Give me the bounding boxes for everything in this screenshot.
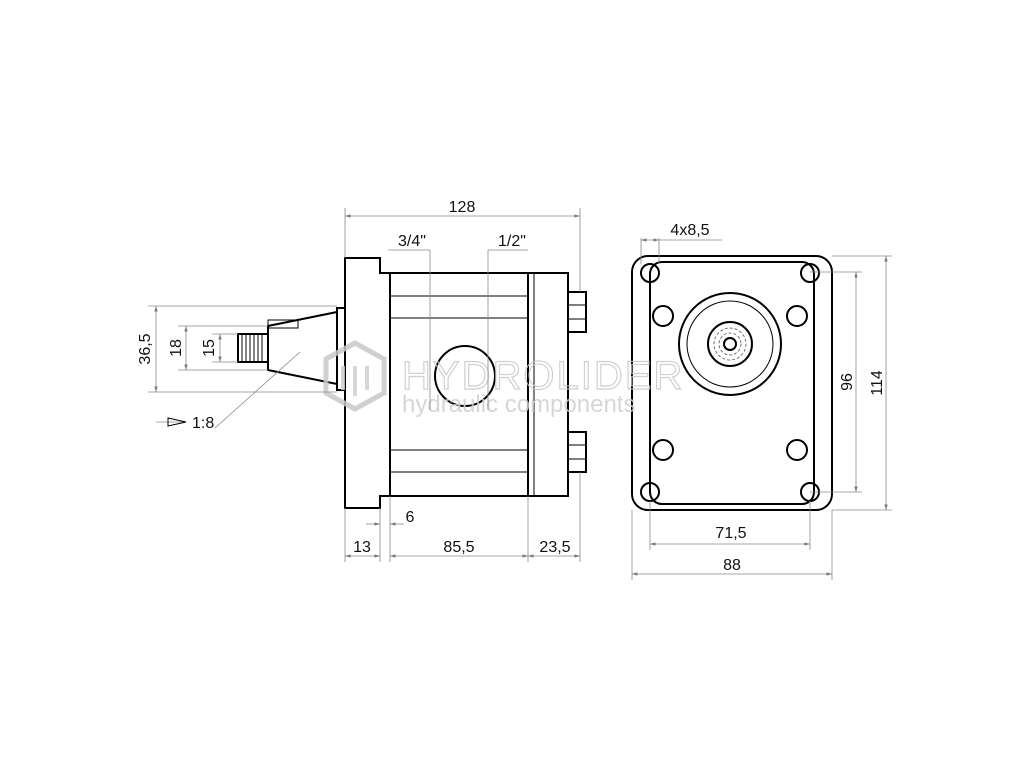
rear-cover <box>527 272 569 497</box>
dim-flange-gap: 6 <box>406 509 415 526</box>
watermark: HYDROLIDER hydraulic components <box>323 340 684 418</box>
body-bolt-br <box>786 439 808 461</box>
watermark-brand: HYDROLIDER <box>402 354 684 398</box>
dim-flange-thickness: 13 <box>353 539 371 556</box>
watermark-logo-icon <box>323 340 387 412</box>
bolt-head-bottom <box>567 431 587 473</box>
flange-inner-face <box>649 261 815 505</box>
dim-flange-height: 114 <box>869 370 886 396</box>
dim-shaft-inner: 15 <box>201 339 218 357</box>
side-view <box>156 257 587 509</box>
dim-port-outlet: 1/2" <box>498 233 526 250</box>
front-view <box>631 255 833 511</box>
dim-port-inlet: 3/4" <box>398 233 426 250</box>
side-dimensions: 128 3/4" 1/2" 6 13 85,5 23,5 <box>137 199 581 562</box>
dim-bolt-spacing-horizontal: 71,5 <box>715 525 746 542</box>
bolt-head-top <box>567 291 587 333</box>
mounting-hole-tl <box>640 263 660 283</box>
mounting-hole-tr <box>800 263 820 283</box>
inlet-port <box>434 345 496 407</box>
body-bolt-bl <box>652 439 674 461</box>
dim-taper: 1:8 <box>192 415 214 432</box>
dim-bolt-spacing-vertical: 96 <box>839 373 856 391</box>
flange-outline <box>631 255 833 511</box>
dim-shaft-mid: 18 <box>168 339 185 357</box>
body-bolt-tl <box>652 305 674 327</box>
dim-shaft-outer: 36,5 <box>137 333 154 364</box>
shaft-seal <box>707 321 753 367</box>
pilot-boss <box>678 292 782 396</box>
shaft-end <box>723 337 737 351</box>
dim-cover-length: 23,5 <box>539 539 570 556</box>
watermark-tagline: hydraulic components <box>402 391 635 418</box>
dim-total-length: 128 <box>449 199 476 216</box>
dim-flange-width: 88 <box>723 557 741 574</box>
body-bolt-tr <box>786 305 808 327</box>
dim-body-length: 85,5 <box>443 539 474 556</box>
threaded-shaft-end <box>237 333 269 363</box>
front-dimensions: 4x8,5 96 114 71,5 88 <box>631 222 892 580</box>
dim-bolt-holes: 4x8,5 <box>670 222 709 239</box>
